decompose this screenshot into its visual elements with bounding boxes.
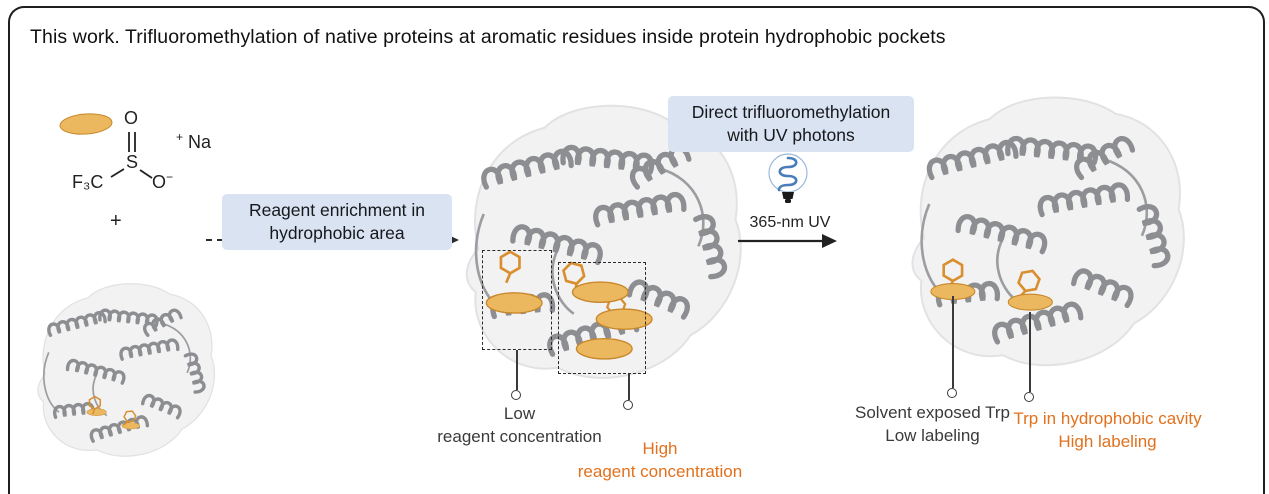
single-bond-s-o bbox=[139, 169, 153, 179]
high-concentration-line2: reagent concentration bbox=[577, 461, 743, 481]
pointer-circle-high-concentration bbox=[623, 400, 633, 410]
uv-wavelength-label: 365-nm UV bbox=[749, 214, 831, 231]
protein-structure-left bbox=[18, 252, 223, 492]
high-concentration-line1: High bbox=[642, 439, 678, 458]
solvent-exposed-trp-label: Solvent exposed Trp Low labeling bbox=[840, 402, 1025, 448]
reagent-ellipse bbox=[1007, 293, 1053, 311]
pointer-circle-cavity-trp bbox=[1024, 392, 1034, 402]
reagent-bonds bbox=[59, 113, 153, 179]
solvent-trp-line1: Solvent exposed Trp bbox=[855, 403, 1010, 422]
sodium-atom: Na bbox=[188, 132, 212, 152]
arrow-right-icon bbox=[738, 234, 837, 248]
figure-title: This work. Trifluoromethylation of nativ… bbox=[30, 26, 946, 48]
oxygen-charge: − bbox=[166, 170, 174, 184]
pointer-line-cavity-trp bbox=[1029, 312, 1031, 392]
low-concentration-line1: Low bbox=[503, 404, 536, 423]
pointer-line-low-concentration bbox=[516, 350, 518, 390]
cavity-trp-line1: Trp in hydrophobic cavity bbox=[1013, 409, 1202, 428]
low-concentration-label: Low reagent concentration bbox=[427, 403, 612, 449]
high-concentration-label: High reagent concentration bbox=[545, 438, 775, 484]
sulfur-label: S bbox=[126, 152, 139, 172]
reagent-ellipse bbox=[86, 408, 107, 416]
oxygen-double-label: O bbox=[124, 108, 139, 128]
plus-sign: + bbox=[110, 210, 122, 232]
uv-lamp-icon bbox=[768, 153, 808, 203]
low-concentration-dashed-box bbox=[482, 250, 552, 350]
step2-label-box: Direct trifluoromethylation with UV phot… bbox=[668, 96, 914, 152]
sodium-charge: + bbox=[176, 130, 184, 144]
cavity-trp-label: Trp in hydrophobic cavity High labeling bbox=[995, 408, 1220, 454]
step1-label-box: Reagent enrichment in hydrophobic area bbox=[222, 194, 452, 250]
pointer-circle-low-concentration bbox=[511, 390, 521, 400]
protein-structure-right bbox=[882, 82, 1197, 387]
step2-label-line2: with UV photons bbox=[727, 124, 855, 145]
pointer-line-solvent-trp bbox=[952, 296, 954, 388]
reagent-ellipse bbox=[59, 113, 113, 135]
sodium-ion-label: + Na bbox=[176, 130, 211, 153]
step1-label-line1: Reagent enrichment in bbox=[248, 200, 426, 220]
oxygen-single-atom: O bbox=[152, 172, 167, 192]
pointer-circle-solvent-trp bbox=[947, 388, 957, 398]
cavity-trp-line2: High labeling bbox=[1058, 431, 1157, 451]
solvent-trp-line2: Low labeling bbox=[885, 425, 980, 445]
oxygen-single-label: O− bbox=[152, 170, 173, 193]
cf3-label: F₃C bbox=[72, 172, 104, 192]
step2-label-line1: Direct trifluoromethylation bbox=[691, 102, 891, 122]
step1-label-line2: hydrophobic area bbox=[269, 222, 405, 243]
low-concentration-line2: reagent concentration bbox=[437, 426, 602, 446]
high-concentration-dashed-box bbox=[558, 262, 646, 374]
reagent-structure: O S O− F₃C + Na bbox=[50, 98, 220, 238]
pointer-line-high-concentration bbox=[628, 374, 630, 400]
single-bond-c-s bbox=[110, 168, 125, 178]
